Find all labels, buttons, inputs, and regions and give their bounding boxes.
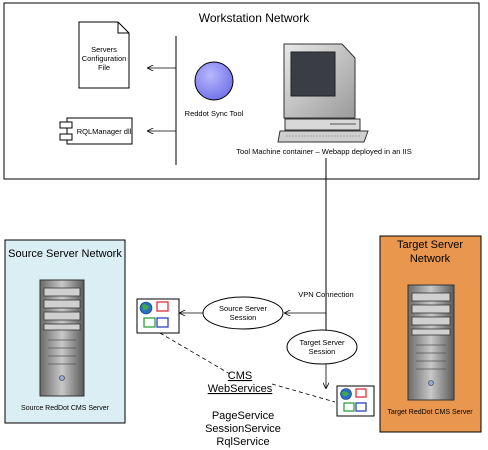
component-icon xyxy=(66,117,133,145)
tool-machine-computer-icon xyxy=(277,43,369,143)
workstation-network-title: Workstation Network xyxy=(199,11,310,25)
tool-machine-label: Tool Machine container – Webapp deployed… xyxy=(236,147,411,156)
vpn-connection-label: VPN Connection xyxy=(298,290,353,299)
source-network-title: Source Server Network xyxy=(8,248,122,260)
source-server-session: Source Server Session xyxy=(202,296,284,330)
reddot-sync-tool: Reddot Sync Tool xyxy=(185,61,244,118)
source-session-line-2: Session xyxy=(230,313,257,322)
source-server-label: Source RedDot CMS Server xyxy=(21,405,110,412)
target-network-title-2: Network xyxy=(410,253,451,265)
rqlmanager-label: RQLManager dll xyxy=(77,127,132,136)
cms-webservices-title-1: CMS xyxy=(228,370,252,382)
sync-tool-label: Reddot Sync Tool xyxy=(185,109,244,118)
source-session-line-1: Source Server xyxy=(219,304,267,313)
source-server-network: Source Server Network Source RedDot CMS … xyxy=(4,239,126,424)
cms-webservices-title-2: WebServices xyxy=(208,383,273,395)
source-webservice-icon xyxy=(136,298,180,334)
target-server-session: Target Server Session xyxy=(286,329,358,365)
target-server-tower-icon xyxy=(407,284,455,401)
dashed-cms-to-target xyxy=(271,383,336,403)
service-session: SessionService xyxy=(205,423,281,435)
source-server-tower-icon xyxy=(39,279,85,397)
servers-config-line-2: Configuration xyxy=(82,54,127,63)
document-icon xyxy=(78,21,130,89)
target-session-line-2: Session xyxy=(309,347,336,356)
sync-tool-sphere-icon xyxy=(194,61,234,101)
cms-webservices: CMS WebServices PageService SessionServi… xyxy=(205,370,281,448)
service-page: PageService xyxy=(212,410,274,422)
target-network-title-1: Target Server xyxy=(397,239,463,251)
target-webservice-icon xyxy=(336,385,375,417)
service-rql: RqlService xyxy=(216,436,269,448)
dashed-source-to-cms xyxy=(159,332,231,375)
target-session-line-1: Target Server xyxy=(299,338,345,347)
servers-config-line-3: File xyxy=(98,63,110,72)
target-server-network: Target Server Network Target RedDot CMS … xyxy=(379,235,482,433)
servers-config-file: Servers Configuration File xyxy=(78,21,130,89)
target-server-label: Target RedDot CMS Server xyxy=(387,409,473,416)
rqlmanager-dll: RQLManager dll xyxy=(59,117,133,145)
servers-config-line-1: Servers xyxy=(91,45,117,54)
